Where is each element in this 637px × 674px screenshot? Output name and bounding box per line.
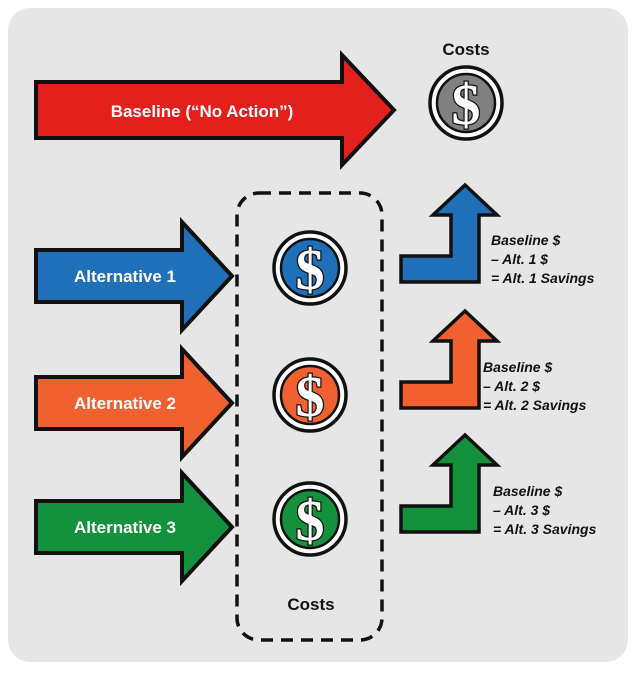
alternative-2-savings-line-2: – Alt. 2 $ xyxy=(483,378,540,394)
alternative-3-savings-line-1: Baseline $ xyxy=(493,483,562,499)
alternative-3-arrow xyxy=(34,467,235,587)
svg-text:$: $ xyxy=(452,72,481,137)
alternative-1-savings-line-2: – Alt. 1 $ xyxy=(491,251,548,267)
costs-group-box xyxy=(235,191,384,642)
alternative-2-arrow xyxy=(34,343,235,463)
alternative-3-savings-arrow xyxy=(399,432,502,534)
baseline-cost-dollar-icon: $ xyxy=(428,65,504,141)
svg-text:$: $ xyxy=(296,237,325,302)
baseline-arrow xyxy=(34,49,397,171)
costs-bottom-label: Costs xyxy=(287,595,334,614)
alternative-3-savings-line-3: = Alt. 3 Savings xyxy=(493,521,597,537)
baseline-label: Baseline (“No Action”) xyxy=(111,102,294,121)
costs-top-label: Costs xyxy=(442,40,489,59)
alternative-2-label: Alternative 2 xyxy=(74,394,176,413)
alternative-2-savings-line-1: Baseline $ xyxy=(483,359,552,375)
alternative-1-cost-dollar-icon: $ xyxy=(272,230,348,306)
alternative-3-cost-dollar-icon: $ xyxy=(272,481,348,557)
alternative-1-savings-line-3: = Alt. 1 Savings xyxy=(491,270,595,286)
alternative-2-savings-arrow xyxy=(399,308,502,410)
alternative-1-savings-line-1: Baseline $ xyxy=(491,232,560,248)
alternative-3-savings-line-2: – Alt. 3 $ xyxy=(493,502,550,518)
svg-text:$: $ xyxy=(296,488,325,553)
alternative-1-label: Alternative 1 xyxy=(74,267,176,286)
alternative-3-label: Alternative 3 xyxy=(74,518,176,537)
svg-text:$: $ xyxy=(296,364,325,429)
alternative-1-arrow xyxy=(34,216,235,336)
alternative-1-savings-arrow xyxy=(399,182,502,284)
alternative-2-savings-line-3: = Alt. 2 Savings xyxy=(483,397,587,413)
alternative-2-cost-dollar-icon: $ xyxy=(272,357,348,433)
